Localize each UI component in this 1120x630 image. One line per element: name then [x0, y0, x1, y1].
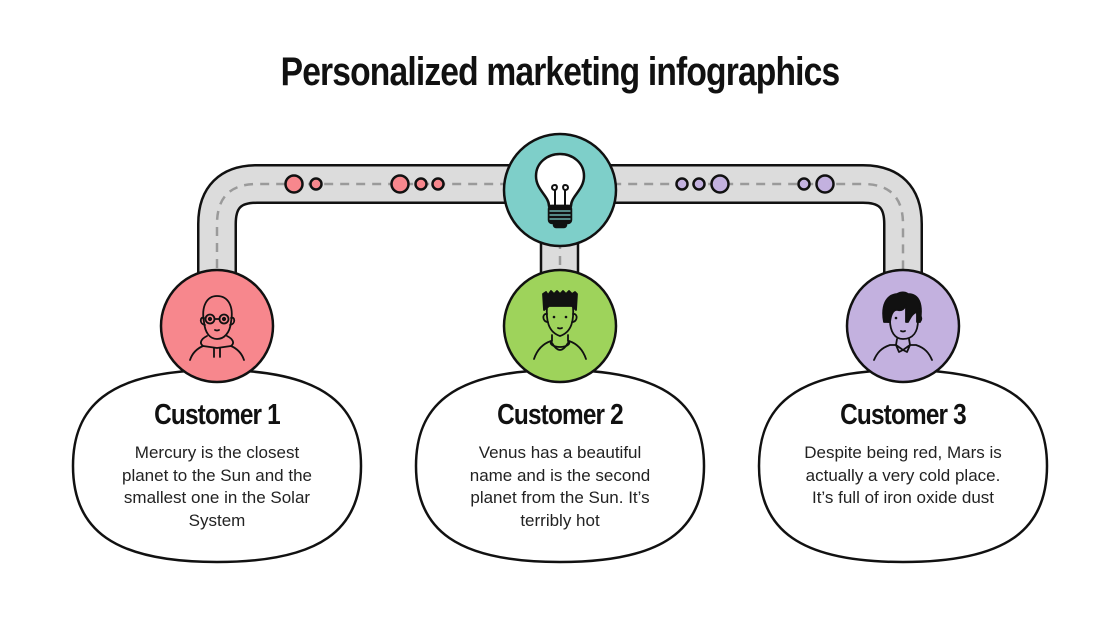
customer-3-description: Despite being red, Mars is actually a ve… [804, 443, 1002, 507]
center-node [502, 132, 618, 248]
long-bangs-person-avatar [873, 291, 933, 361]
page-title: Personalized marketing infographics [280, 50, 841, 94]
customer-1-description: Mercury is the closest planet to the Sun… [122, 443, 312, 530]
spiky-hair-boy-avatar [533, 290, 587, 360]
customer-1-node [159, 268, 275, 384]
progress-dots-left [284, 174, 445, 194]
customer-3-heading: Customer 3 [840, 399, 966, 431]
customer-card-2: Customer 2 Venus has a beautiful name an… [416, 398, 704, 532]
customer-card-3: Customer 3 Despite being red, Mars is ac… [759, 398, 1047, 510]
customer-2-heading: Customer 2 [497, 399, 623, 431]
customer-1-heading: Customer 1 [154, 399, 280, 431]
customer-card-1: Customer 1 Mercury is the closest planet… [73, 398, 361, 532]
lightbulb-icon [534, 152, 586, 229]
bald-man-glasses-hoodie-avatar [189, 295, 245, 361]
card-2-shape [414, 368, 706, 564]
progress-dots-right [675, 174, 835, 194]
card-shapes [71, 368, 1049, 564]
card-3-shape [757, 368, 1049, 564]
customer-2-description: Venus has a beautiful name and is the se… [469, 443, 651, 530]
customer-3-node [845, 268, 961, 384]
customer-2-node [502, 268, 618, 384]
card-1-shape [71, 368, 363, 564]
